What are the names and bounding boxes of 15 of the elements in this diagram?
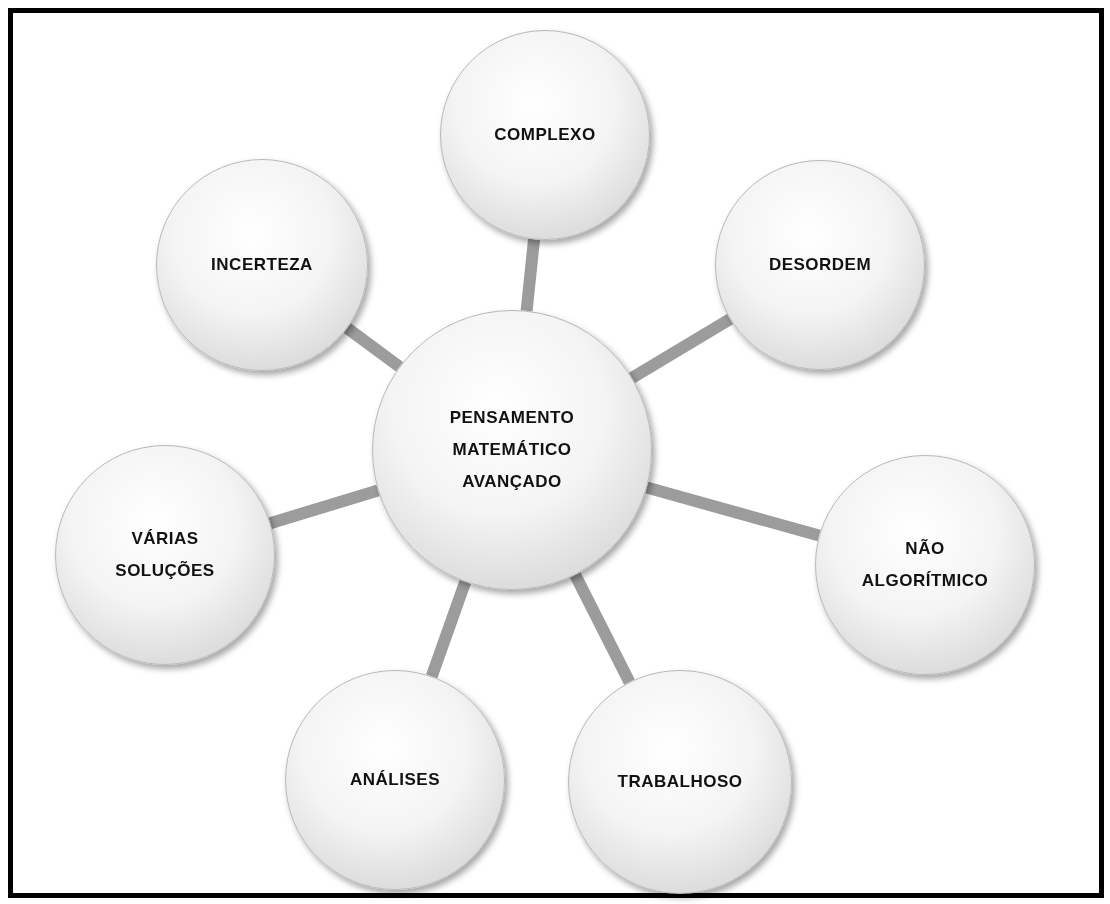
node-label: COMPLEXO [494,123,596,146]
connector-bar [520,238,541,312]
connector-bar [569,572,635,685]
connector-bar [343,323,404,372]
connector-bar [426,579,471,679]
node-label: TRABALHOSO [617,770,743,793]
connector-bar [645,481,821,542]
connector-bar [268,484,380,529]
node-label: INCERTEZA [211,253,313,276]
node-label: PENSAMENTO MATEMÁTICO AVANÇADO [448,406,576,494]
node-label: DESORDEM [768,253,872,276]
node-label: VÁRIAS SOLUÇÕES [114,527,216,582]
node-label: NÃO ALGORÍTMICO [860,537,990,592]
node-label: ANÁLISES [350,768,440,791]
connector-bar [628,313,734,384]
